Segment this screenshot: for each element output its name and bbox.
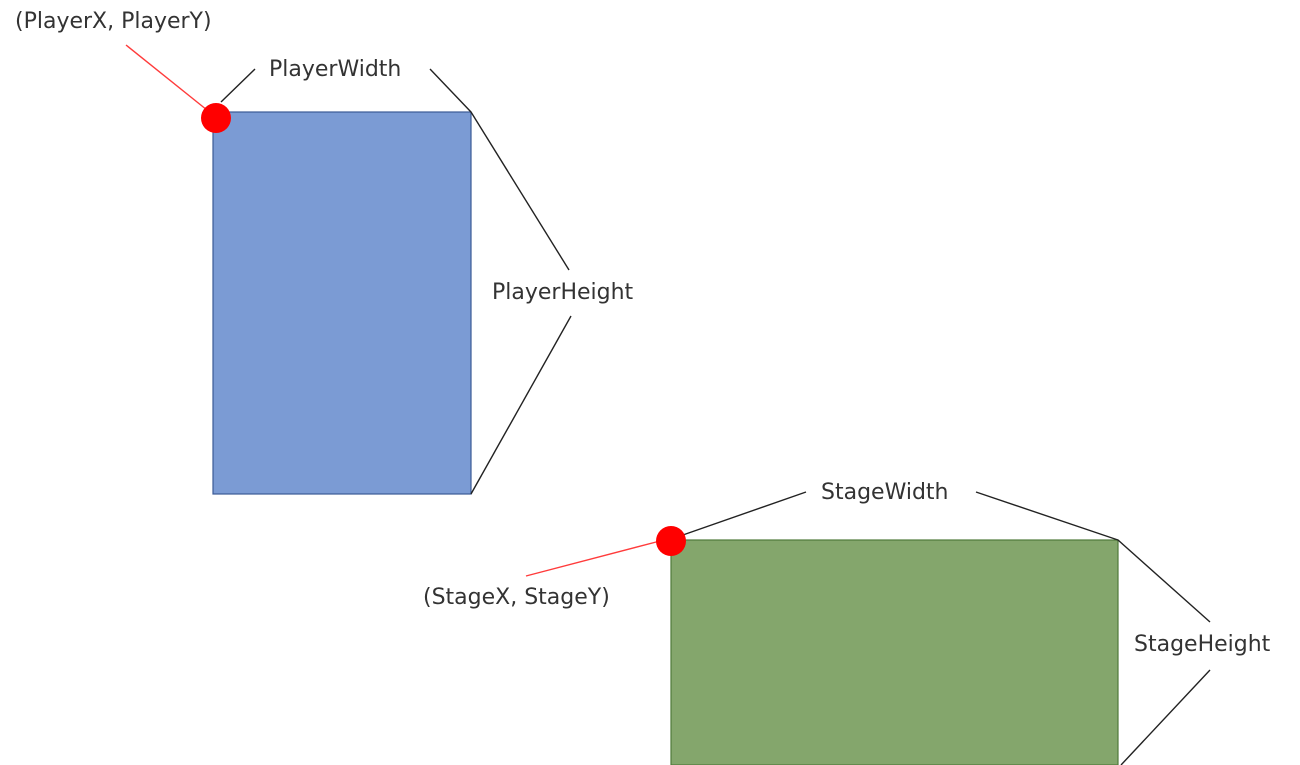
stage-origin-marker xyxy=(656,526,686,556)
player-width-leader-right xyxy=(429,68,472,113)
stage-width-label: StageWidth xyxy=(821,480,949,505)
stage-width-leader-left xyxy=(679,491,807,537)
stage-height-leader-top xyxy=(1117,539,1211,623)
player-width-label: PlayerWidth xyxy=(269,57,402,82)
stage-origin-pointer xyxy=(525,540,661,577)
stage-width-leader-right xyxy=(975,491,1119,541)
stage-height-leader-bottom xyxy=(1120,669,1211,765)
stage-rect xyxy=(670,539,1119,765)
player-origin-pointer xyxy=(125,44,208,111)
player-height-leader-top xyxy=(470,111,570,271)
stage-height-label: StageHeight xyxy=(1134,632,1271,657)
player-width-leader-left xyxy=(220,68,256,103)
stage-origin-label: (StageX, StageY) xyxy=(423,585,610,610)
player-rect xyxy=(212,111,472,495)
player-height-label: PlayerHeight xyxy=(492,280,634,305)
player-origin-marker xyxy=(201,103,231,133)
player-height-leader-bottom xyxy=(470,315,572,495)
player-origin-label: (PlayerX, PlayerY) xyxy=(15,9,212,34)
